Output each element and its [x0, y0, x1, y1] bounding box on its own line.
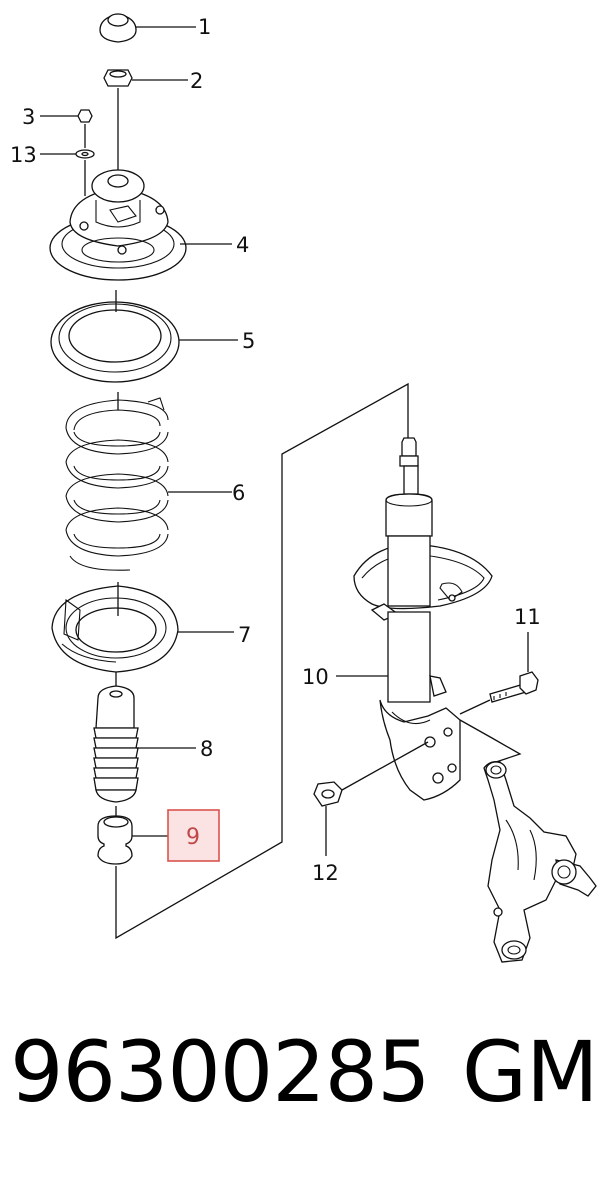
part-13-washer — [40, 124, 95, 196]
part-7-lower-spring-seat — [51, 582, 234, 673]
callout-11: 11 — [514, 605, 541, 629]
brand-caption: GM — [462, 1023, 599, 1121]
part-6-coil-spring — [65, 392, 232, 571]
callout-13: 13 — [10, 143, 37, 167]
callout-5: 5 — [242, 329, 255, 353]
part-5-upper-spring-seat — [50, 290, 238, 383]
callout-8: 8 — [200, 737, 213, 761]
callout-1: 1 — [198, 15, 211, 39]
callout-4: 4 — [236, 233, 249, 257]
callout-12: 12 — [312, 861, 339, 885]
part-4-strut-mount — [49, 169, 232, 281]
callout-9: 9 — [186, 825, 200, 850]
part-number-caption: 96300285 — [10, 1023, 431, 1121]
callout-3: 3 — [22, 105, 35, 129]
callout-10: 10 — [302, 665, 329, 689]
part-2-nut — [103, 69, 188, 180]
part-12-nut — [313, 741, 429, 856]
part-11-bolt — [459, 632, 539, 715]
callout-6: 6 — [232, 481, 245, 505]
callout-2: 2 — [190, 69, 203, 93]
callout-7: 7 — [238, 623, 251, 647]
highlight-box-9 — [167, 809, 220, 862]
part-9-bump-stop — [97, 806, 168, 865]
part-8-dust-boot — [93, 672, 196, 803]
part-3-nut — [40, 109, 93, 123]
part-10-shock-absorber — [336, 437, 493, 801]
steering-knuckle — [459, 719, 597, 963]
part-1-cap — [99, 13, 196, 43]
assembly-connector-lines — [115, 382, 409, 940]
